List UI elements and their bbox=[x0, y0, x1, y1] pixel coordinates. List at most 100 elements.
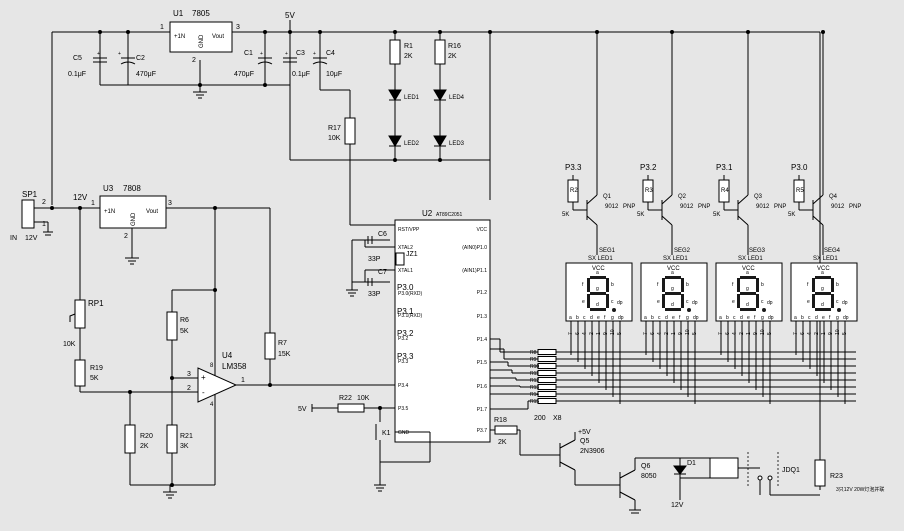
seg-letter: dp bbox=[842, 300, 848, 306]
svg-text:+: + bbox=[201, 373, 206, 382]
seg-pin-letter: a bbox=[719, 315, 722, 321]
svg-text:2: 2 bbox=[187, 385, 191, 392]
seg-pin-num: 5 bbox=[617, 332, 623, 335]
transistor-base-r: R2 bbox=[570, 188, 578, 194]
transistor-ref: Q4 bbox=[829, 194, 838, 200]
seg-pin-num: 5 bbox=[842, 332, 848, 335]
seg-pin-letter: dp bbox=[693, 315, 699, 321]
rail-12v-label: 12V bbox=[73, 193, 88, 202]
r23-lamps bbox=[814, 459, 826, 487]
svg-text:2: 2 bbox=[124, 233, 128, 240]
svg-text:R6: R6 bbox=[180, 317, 189, 324]
svg-text:1: 1 bbox=[241, 377, 245, 384]
svg-text:U3: U3 bbox=[103, 184, 114, 193]
svg-text:P3.0: P3.0 bbox=[397, 283, 414, 292]
transistor-ref: Q3 bbox=[754, 194, 763, 200]
u2-right-pin: (AIN1)P1.1 bbox=[462, 268, 487, 274]
seg-pin-num: 4 bbox=[732, 332, 738, 335]
u1-regulator bbox=[169, 21, 233, 53]
svg-text:2K: 2K bbox=[498, 439, 507, 446]
seg-pin-num: 5 bbox=[767, 332, 773, 335]
u2-right-pin: P1.3 bbox=[477, 314, 488, 320]
seg-pin-letter: c bbox=[583, 315, 586, 321]
transistor-base-r: R5 bbox=[796, 188, 804, 194]
seg-letter: dp bbox=[692, 300, 698, 306]
transistor-type: PNP bbox=[698, 204, 710, 210]
seg-pin-num: 9 bbox=[603, 332, 609, 335]
svg-text:10μF: 10μF bbox=[326, 71, 342, 78]
seg-label: SX LED1 bbox=[663, 256, 688, 262]
svg-text:10K: 10K bbox=[328, 135, 341, 142]
rn-label: R10 bbox=[530, 364, 539, 370]
cap-c3: + bbox=[283, 51, 297, 63]
svg-text:470μF: 470μF bbox=[234, 71, 254, 78]
svg-text:2: 2 bbox=[192, 57, 196, 64]
transistor-port: P3.1 bbox=[716, 163, 733, 172]
svg-text:C6: C6 bbox=[378, 231, 387, 238]
seg-letter: f bbox=[657, 282, 659, 288]
seg-pin-letter: d bbox=[590, 315, 593, 321]
seg-pin-num: 7 bbox=[568, 332, 574, 335]
svg-text:LED2: LED2 bbox=[404, 141, 420, 147]
u2-left-pin: GND bbox=[398, 430, 410, 436]
svg-text:470μF: 470μF bbox=[136, 71, 156, 78]
u2-left-pin: P3.1(RXD) bbox=[398, 313, 423, 319]
svg-text:2K: 2K bbox=[448, 53, 457, 60]
seg-pin-num: 5 bbox=[692, 332, 698, 335]
seg-letter: e bbox=[807, 299, 810, 305]
u3-regulator bbox=[99, 195, 167, 229]
seg-pin-num: 4 bbox=[657, 332, 663, 335]
svg-text:33P: 33P bbox=[368, 291, 381, 298]
rn-label: R14 bbox=[530, 392, 539, 398]
svg-text:LED1: LED1 bbox=[404, 95, 420, 101]
svg-text:U2: U2 bbox=[422, 209, 433, 218]
u2-left-pins: RST/VPPXTAL2XTAL1P3.0(RXD)P3.1(RXD)P3.2P… bbox=[398, 227, 423, 436]
rn-label: R11 bbox=[530, 371, 539, 377]
seg-pin-letter: d bbox=[740, 315, 743, 321]
r16 bbox=[434, 39, 446, 65]
u2-right-pin: P1.4 bbox=[477, 337, 488, 343]
svg-text:3: 3 bbox=[168, 200, 172, 207]
seg-letter: c bbox=[611, 299, 614, 305]
rp1-potentiometer bbox=[74, 299, 86, 329]
svg-text:+1N: +1N bbox=[174, 34, 185, 40]
u2-right-pin: P1.6 bbox=[477, 384, 488, 390]
svg-text:AT89C2051: AT89C2051 bbox=[436, 212, 463, 218]
svg-text:+: + bbox=[118, 51, 121, 57]
seg-letter: g bbox=[821, 286, 824, 292]
svg-text:2K: 2K bbox=[404, 53, 413, 60]
cap-c5: + bbox=[93, 51, 107, 63]
svg-text:8: 8 bbox=[210, 363, 214, 369]
seg-pin-letter: a bbox=[569, 315, 572, 321]
u2-left-pin: P3.5 bbox=[398, 406, 409, 412]
seg-letter: a bbox=[671, 270, 674, 276]
svg-text:SP1: SP1 bbox=[22, 190, 38, 199]
u2-right-pins: VCC(AIN0)P1.0(AIN1)P1.1P1.2P1.3P1.4P1.5P… bbox=[462, 227, 487, 434]
led-symbols bbox=[388, 89, 447, 147]
seg-pin-num: 6 bbox=[725, 332, 731, 335]
svg-text:R22: R22 bbox=[339, 395, 352, 402]
seg-vcc: VCC bbox=[817, 266, 830, 272]
svg-text:-: - bbox=[202, 388, 205, 397]
seg-letter: g bbox=[671, 286, 674, 292]
svg-text:C2: C2 bbox=[136, 55, 145, 62]
seg-pin-letter: d bbox=[665, 315, 668, 321]
svg-text:JZ1: JZ1 bbox=[406, 251, 418, 258]
svg-text:R19: R19 bbox=[90, 365, 103, 372]
svg-text:RP1: RP1 bbox=[88, 299, 104, 308]
seg-letter: c bbox=[836, 299, 839, 305]
seg-pin-letter: c bbox=[658, 315, 661, 321]
svg-text:R20: R20 bbox=[140, 433, 153, 440]
seg-letter: d bbox=[671, 302, 674, 308]
rn-label: R12 bbox=[530, 378, 539, 384]
seg-ref: SEG3 bbox=[749, 248, 766, 254]
svg-text:D1: D1 bbox=[687, 460, 696, 467]
seg-letter: e bbox=[582, 299, 585, 305]
crystal-jz1 bbox=[395, 252, 405, 266]
u2-right-pin: P1.7 bbox=[477, 407, 488, 413]
seg-pin-letter: dp bbox=[618, 315, 624, 321]
r17 bbox=[344, 117, 356, 145]
